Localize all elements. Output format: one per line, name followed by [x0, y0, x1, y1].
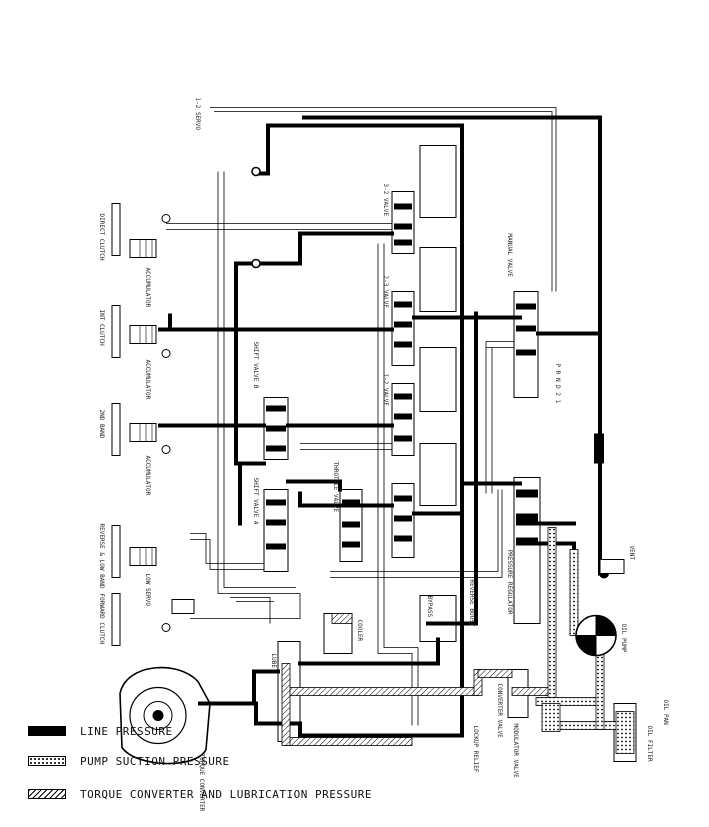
label-cooler: COOLER — [356, 620, 363, 642]
ball-check-3 — [161, 445, 171, 454]
label-lube: LUBE — [270, 654, 277, 669]
label-accumulator-1: ACCUMULATOR — [144, 268, 151, 308]
label-clutch-top: DIRECT CLUTCH — [98, 214, 105, 261]
label-valve-1-2: 1-2 VALVE — [382, 374, 389, 407]
legend-label: LINE PRESSURE — [80, 724, 173, 738]
label-pump-oil: OIL PUMP — [620, 624, 627, 653]
solenoid-5 — [419, 595, 457, 642]
label-lockup-relief: LOCKUP RELIEF — [472, 726, 479, 773]
legend-swatch-solid — [28, 726, 66, 736]
label-prnd: P R N D 2 1 — [554, 364, 561, 404]
label-filter-oil: OIL FILTER — [646, 726, 653, 763]
label-throttle-valve: THROTTLE VALVE — [332, 462, 339, 513]
label-servo-low: LOW SERVO — [144, 574, 151, 607]
low-servo — [171, 599, 195, 614]
accumulator-2 — [129, 325, 157, 344]
left-actuators — [111, 203, 195, 646]
label-converter-valve: CONVERTER VALVE — [496, 684, 503, 739]
legend-swatch-dotted — [28, 756, 66, 766]
accumulator-4 — [129, 547, 157, 566]
legend-swatch-hatched — [28, 789, 66, 799]
component-labels: 1-2 SERVO DIRECT CLUTCH INT CLUTCH ACCUM… — [98, 98, 669, 812]
label-servo-top: 1-2 SERVO — [194, 98, 201, 131]
label-shift-valve-b: SHIFT VALVE B — [252, 342, 259, 389]
line-pressure-circuit — [158, 115, 602, 738]
solenoid-3 — [419, 347, 457, 412]
direct-clutch-plate — [111, 203, 121, 256]
label-band-2nd: 2ND BAND — [98, 410, 105, 439]
label-clutch-forward: FORWARD CLUTCH — [98, 594, 105, 645]
solenoid-2 — [419, 247, 457, 312]
legend-item-line-pressure: LINE PRESSURE — [28, 724, 173, 738]
int-clutch-plate — [111, 305, 121, 358]
accumulator-1 — [129, 239, 157, 258]
reverse-band-plate — [111, 525, 121, 578]
solenoid-1 — [419, 145, 457, 218]
solenoid-4 — [419, 443, 457, 506]
label-accumulator-2: ACCUMULATOR — [144, 360, 151, 400]
ball-check-2 — [161, 349, 171, 358]
ball-check-1 — [161, 214, 171, 223]
accumulator-3 — [129, 423, 157, 442]
label-vent: VENT — [628, 546, 635, 561]
legend-label: PUMP SUCTION PRESSURE — [80, 754, 230, 768]
label-accumulator-3: ACCUMULATOR — [144, 456, 151, 496]
2nd-band-plate — [111, 403, 121, 456]
label-manual-valve: MANUAL VALVE — [506, 234, 513, 278]
label-bypass: BYPASS — [426, 596, 433, 618]
label-pan-oil: OIL PAN — [662, 700, 669, 726]
legend-item-torque-converter: TORQUE CONVERTER AND LUBRICATION PRESSUR… — [28, 787, 372, 801]
oil-pump — [575, 614, 617, 657]
label-torque-converter: TORQUE CONVERTER — [198, 754, 205, 812]
label-modulator-valve: MODULATOR VALVE — [512, 724, 519, 779]
pressure-regulator — [513, 477, 541, 624]
label-band-reverse: REVERSE & LOW BAND — [98, 524, 105, 589]
legend-item-pump-suction: PUMP SUCTION PRESSURE — [28, 754, 230, 768]
ball-check-4 — [161, 623, 171, 632]
label-clutch-mid: INT CLUTCH — [98, 310, 105, 347]
label-shift-valve-a: SHIFT VALVE A — [252, 478, 259, 525]
label-valve-3-2: 3-2 VALVE — [382, 184, 389, 217]
forward-clutch-plate — [111, 593, 121, 646]
label-reverse-boost: REVERSE BOOST — [468, 580, 475, 627]
valve-body — [263, 145, 637, 762]
label-pressure-reg: PRESSURE REGULATOR — [506, 550, 513, 615]
torque-converter-circuit — [281, 613, 549, 746]
legend-label: TORQUE CONVERTER AND LUBRICATION PRESSUR… — [80, 787, 373, 801]
torque-converter — [119, 666, 211, 765]
label-valve-2-3: 2-3 VALVE — [382, 276, 389, 309]
